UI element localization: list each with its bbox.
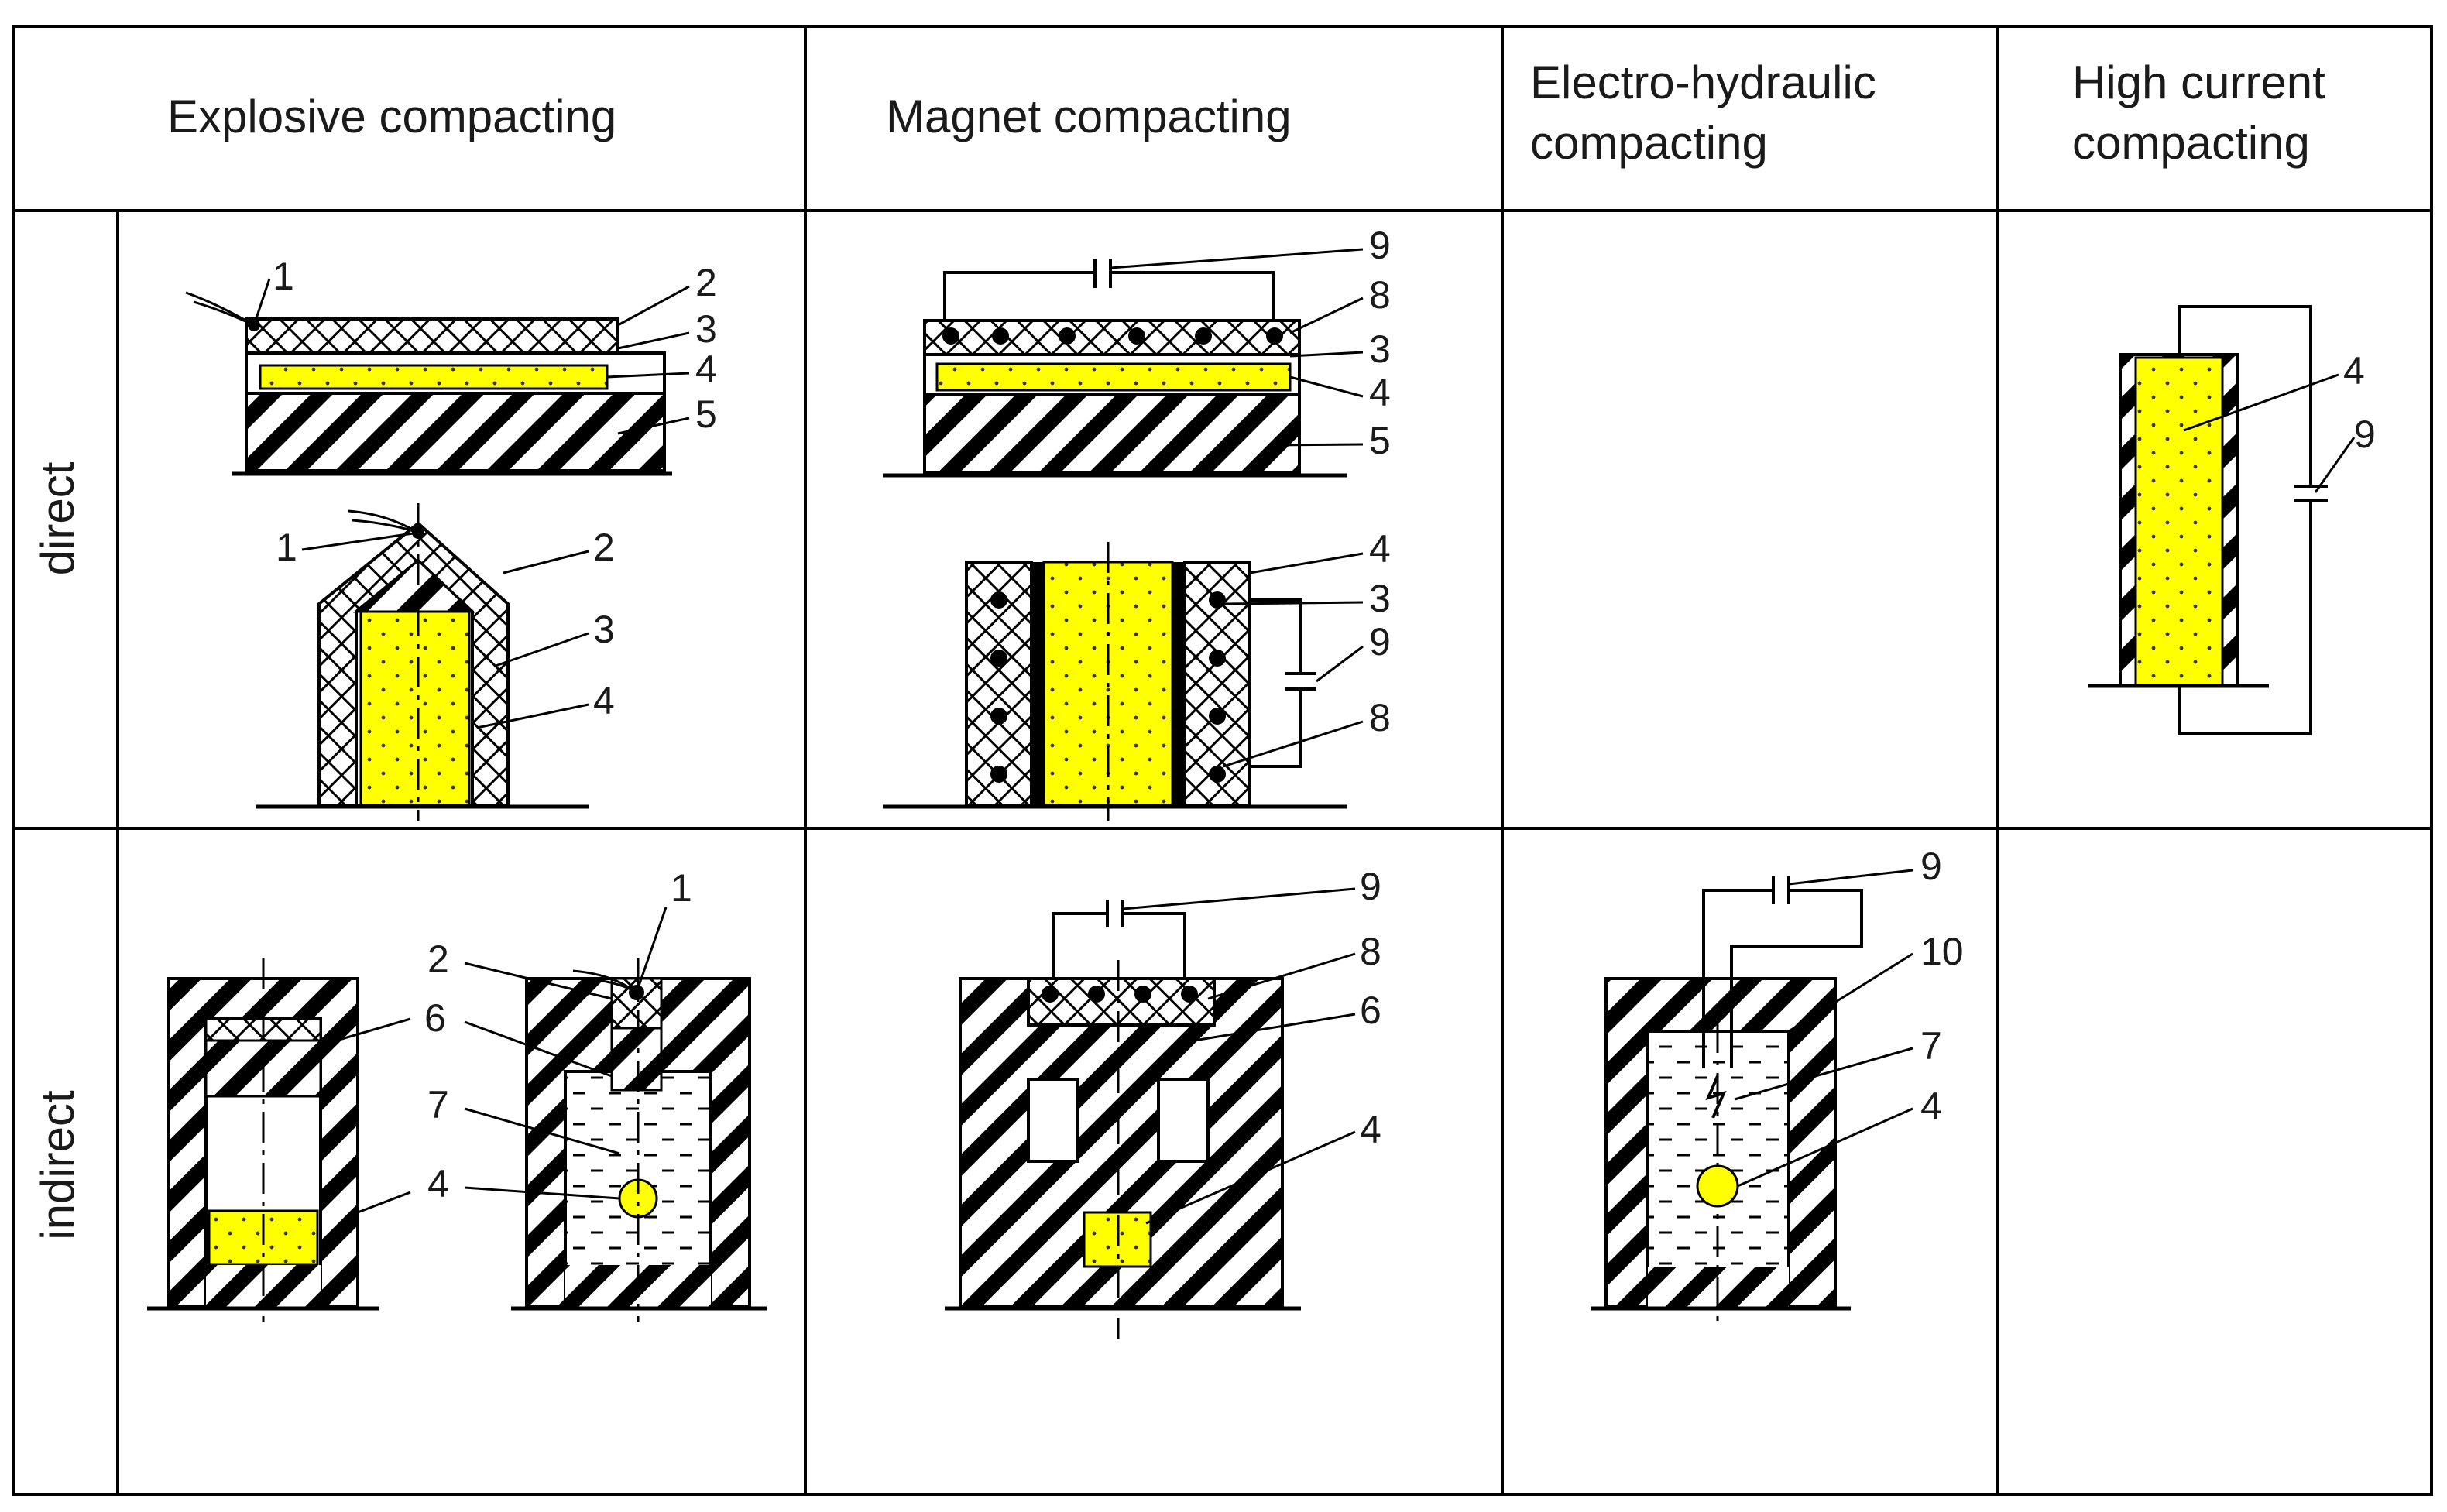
callout-9: 9 bbox=[1920, 845, 1942, 888]
callout-4: 4 bbox=[427, 1162, 449, 1205]
table-grid bbox=[12, 25, 2433, 1496]
indirect-electro-hydraulic bbox=[1591, 869, 1913, 1324]
callout-4: 4 bbox=[593, 679, 615, 722]
callout-labels: 1 2 3 4 5 1 2 3 4 9 8 3 4 5 4 3 9 8 4 9 … bbox=[273, 224, 2376, 1205]
header-high-current-line2: compacting bbox=[2072, 117, 2310, 169]
indirect-magnet bbox=[945, 887, 1356, 1339]
callout-7: 7 bbox=[1920, 1024, 1942, 1068]
callout-9: 9 bbox=[2354, 413, 2376, 456]
header-magnet-compacting: Magnet compacting bbox=[886, 91, 1292, 142]
direct-magnet-cylinder bbox=[883, 542, 1364, 821]
header-explosive-compacting: Explosive compacting bbox=[167, 91, 617, 142]
callout-8: 8 bbox=[1369, 273, 1391, 317]
callout-4: 4 bbox=[1369, 527, 1391, 571]
callout-4: 4 bbox=[2343, 349, 2365, 393]
callout-5: 5 bbox=[695, 393, 717, 436]
header-electro-hydraulic-line1: Electro-hydraulic bbox=[1530, 57, 1876, 108]
callout-2: 2 bbox=[427, 938, 449, 981]
callout-3: 3 bbox=[1369, 327, 1391, 371]
callout-3: 3 bbox=[1369, 577, 1391, 620]
callout-9: 9 bbox=[1369, 224, 1391, 267]
callout-7: 7 bbox=[427, 1083, 449, 1126]
callout-1: 1 bbox=[671, 866, 692, 910]
callout-9: 9 bbox=[1360, 865, 1381, 908]
row-label-indirect: indirect bbox=[32, 1090, 84, 1240]
callout-3: 3 bbox=[695, 307, 717, 351]
callout-4: 4 bbox=[695, 348, 717, 391]
callout-4: 4 bbox=[1369, 371, 1391, 414]
indirect-explosive-left bbox=[147, 958, 411, 1322]
indirect-explosive-right bbox=[464, 907, 767, 1322]
direct-high-current bbox=[2088, 305, 2356, 735]
callout-5: 5 bbox=[1369, 419, 1391, 462]
callout-10: 10 bbox=[1920, 930, 1964, 973]
callout-6: 6 bbox=[424, 996, 446, 1040]
header-high-current-line1: High current bbox=[2072, 57, 2325, 108]
callout-8: 8 bbox=[1360, 930, 1381, 973]
direct-explosive-plate bbox=[185, 278, 690, 476]
callout-1: 1 bbox=[273, 255, 294, 298]
row-label-direct: direct bbox=[32, 461, 84, 576]
callout-4: 4 bbox=[1360, 1108, 1381, 1151]
callout-3: 3 bbox=[593, 608, 615, 651]
direct-explosive-cylinder bbox=[256, 503, 589, 821]
callout-1: 1 bbox=[276, 526, 297, 569]
callout-4: 4 bbox=[1920, 1085, 1942, 1128]
callout-2: 2 bbox=[695, 261, 717, 304]
callout-2: 2 bbox=[593, 526, 615, 569]
callout-6: 6 bbox=[1360, 989, 1381, 1032]
callout-8: 8 bbox=[1369, 696, 1391, 739]
callout-9: 9 bbox=[1369, 620, 1391, 663]
direct-magnet-plate bbox=[883, 248, 1364, 478]
header-electro-hydraulic-line2: compacting bbox=[1530, 117, 1768, 169]
